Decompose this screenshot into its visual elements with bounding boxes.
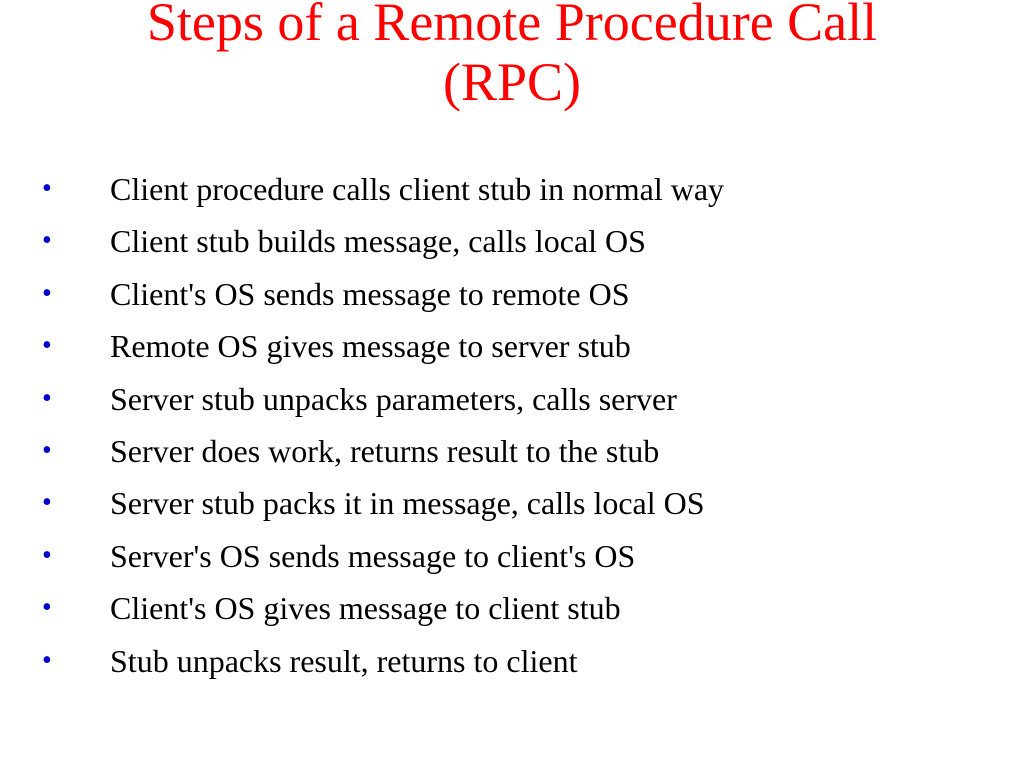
bullet-text: Client procedure calls client stub in no… — [110, 171, 725, 207]
bullet-icon: • — [42, 487, 52, 519]
bullet-list: • Client procedure calls client stub in … — [0, 163, 1024, 687]
bullet-item: • Server's OS sends message to client's … — [0, 530, 1024, 582]
bullet-item: • Server stub packs it in message, calls… — [0, 477, 1024, 529]
bullet-item: • Stub unpacks result, returns to client — [0, 635, 1024, 687]
bullet-item: • Client's OS gives message to client st… — [0, 582, 1024, 634]
bullet-icon: • — [42, 644, 52, 676]
bullet-text: Stub unpacks result, returns to client — [110, 642, 578, 679]
bullet-icon: • — [42, 539, 52, 571]
bullet-text: Server's OS sends message to client's OS — [110, 537, 636, 574]
bullet-text: Server stub unpacks parameters, calls se… — [110, 380, 677, 417]
bullet-item: • Client stub builds message, calls loca… — [0, 215, 1024, 267]
slide-title: Steps of a Remote Procedure Call (RPC) — [40, 0, 984, 112]
bullet-item: • Server does work, returns result to th… — [0, 425, 1024, 477]
bullet-icon: • — [42, 330, 52, 362]
slide-title-line-2: (RPC) — [442, 52, 582, 112]
bullet-icon: • — [42, 277, 52, 309]
bullet-item: • Remote OS gives message to server stub — [0, 320, 1024, 372]
bullet-text: Client's OS gives message to client stub — [110, 590, 621, 627]
slide-title-line-1: Steps of a Remote Procedure Call — [146, 0, 878, 52]
bullet-text: Client stub builds message, calls local … — [110, 223, 646, 260]
bullet-item: • Client's OS sends message to remote OS — [0, 268, 1024, 320]
bullet-icon: • — [42, 173, 52, 204]
bullet-text: Server stub packs it in message, calls l… — [110, 485, 705, 522]
bullet-icon: • — [42, 225, 52, 257]
bullet-text: Server does work, returns result to the … — [110, 432, 660, 469]
bullet-text: Remote OS gives message to server stub — [110, 328, 631, 365]
bullet-icon: • — [42, 382, 52, 414]
bullet-item: • Server stub unpacks parameters, calls … — [0, 373, 1024, 425]
bullet-text: Client's OS sends message to remote OS — [110, 275, 630, 312]
bullet-item: • Client procedure calls client stub in … — [0, 163, 1024, 215]
bullet-icon: • — [42, 592, 52, 624]
bullet-icon: • — [42, 434, 52, 466]
